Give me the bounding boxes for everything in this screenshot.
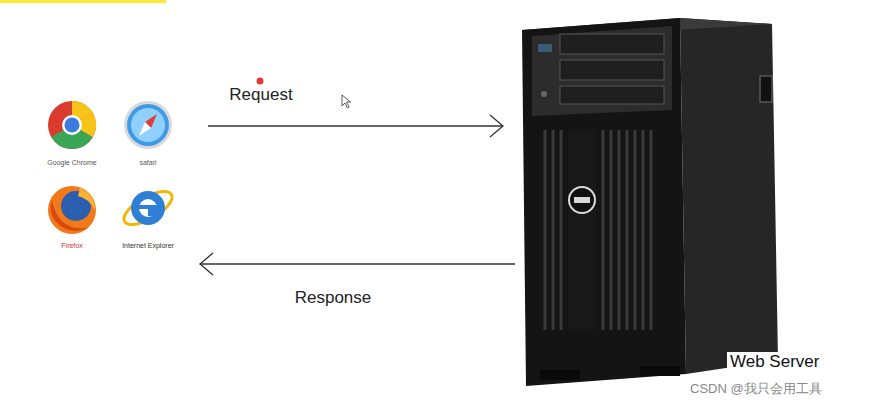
firefox-icon [48, 186, 96, 234]
edge-label: Request [226, 85, 295, 105]
browser-caption: Google Chrome [47, 159, 96, 167]
server-tower [522, 18, 778, 386]
ie-icon [119, 185, 177, 231]
mouse-cursor [342, 95, 351, 108]
web-server: Web Server [520, 12, 865, 388]
flow-arrow [200, 253, 515, 275]
highlight-bar [0, 0, 166, 3]
flow-arrow [208, 115, 503, 137]
browser-group: Google Chrome safariFirefox Internet Explo… [40, 95, 190, 270]
browser-caption: safari [139, 159, 156, 167]
pointer-dot [257, 78, 264, 85]
server-label: Web Server [727, 352, 822, 372]
browser-caption: Firefox [61, 242, 82, 250]
edge-label: Response [292, 288, 375, 308]
watermark: CSDN @我只会用工具 [690, 380, 822, 398]
safari-icon [124, 101, 172, 149]
browser-caption: Internet Explorer [122, 242, 174, 250]
chrome-icon [48, 101, 96, 149]
